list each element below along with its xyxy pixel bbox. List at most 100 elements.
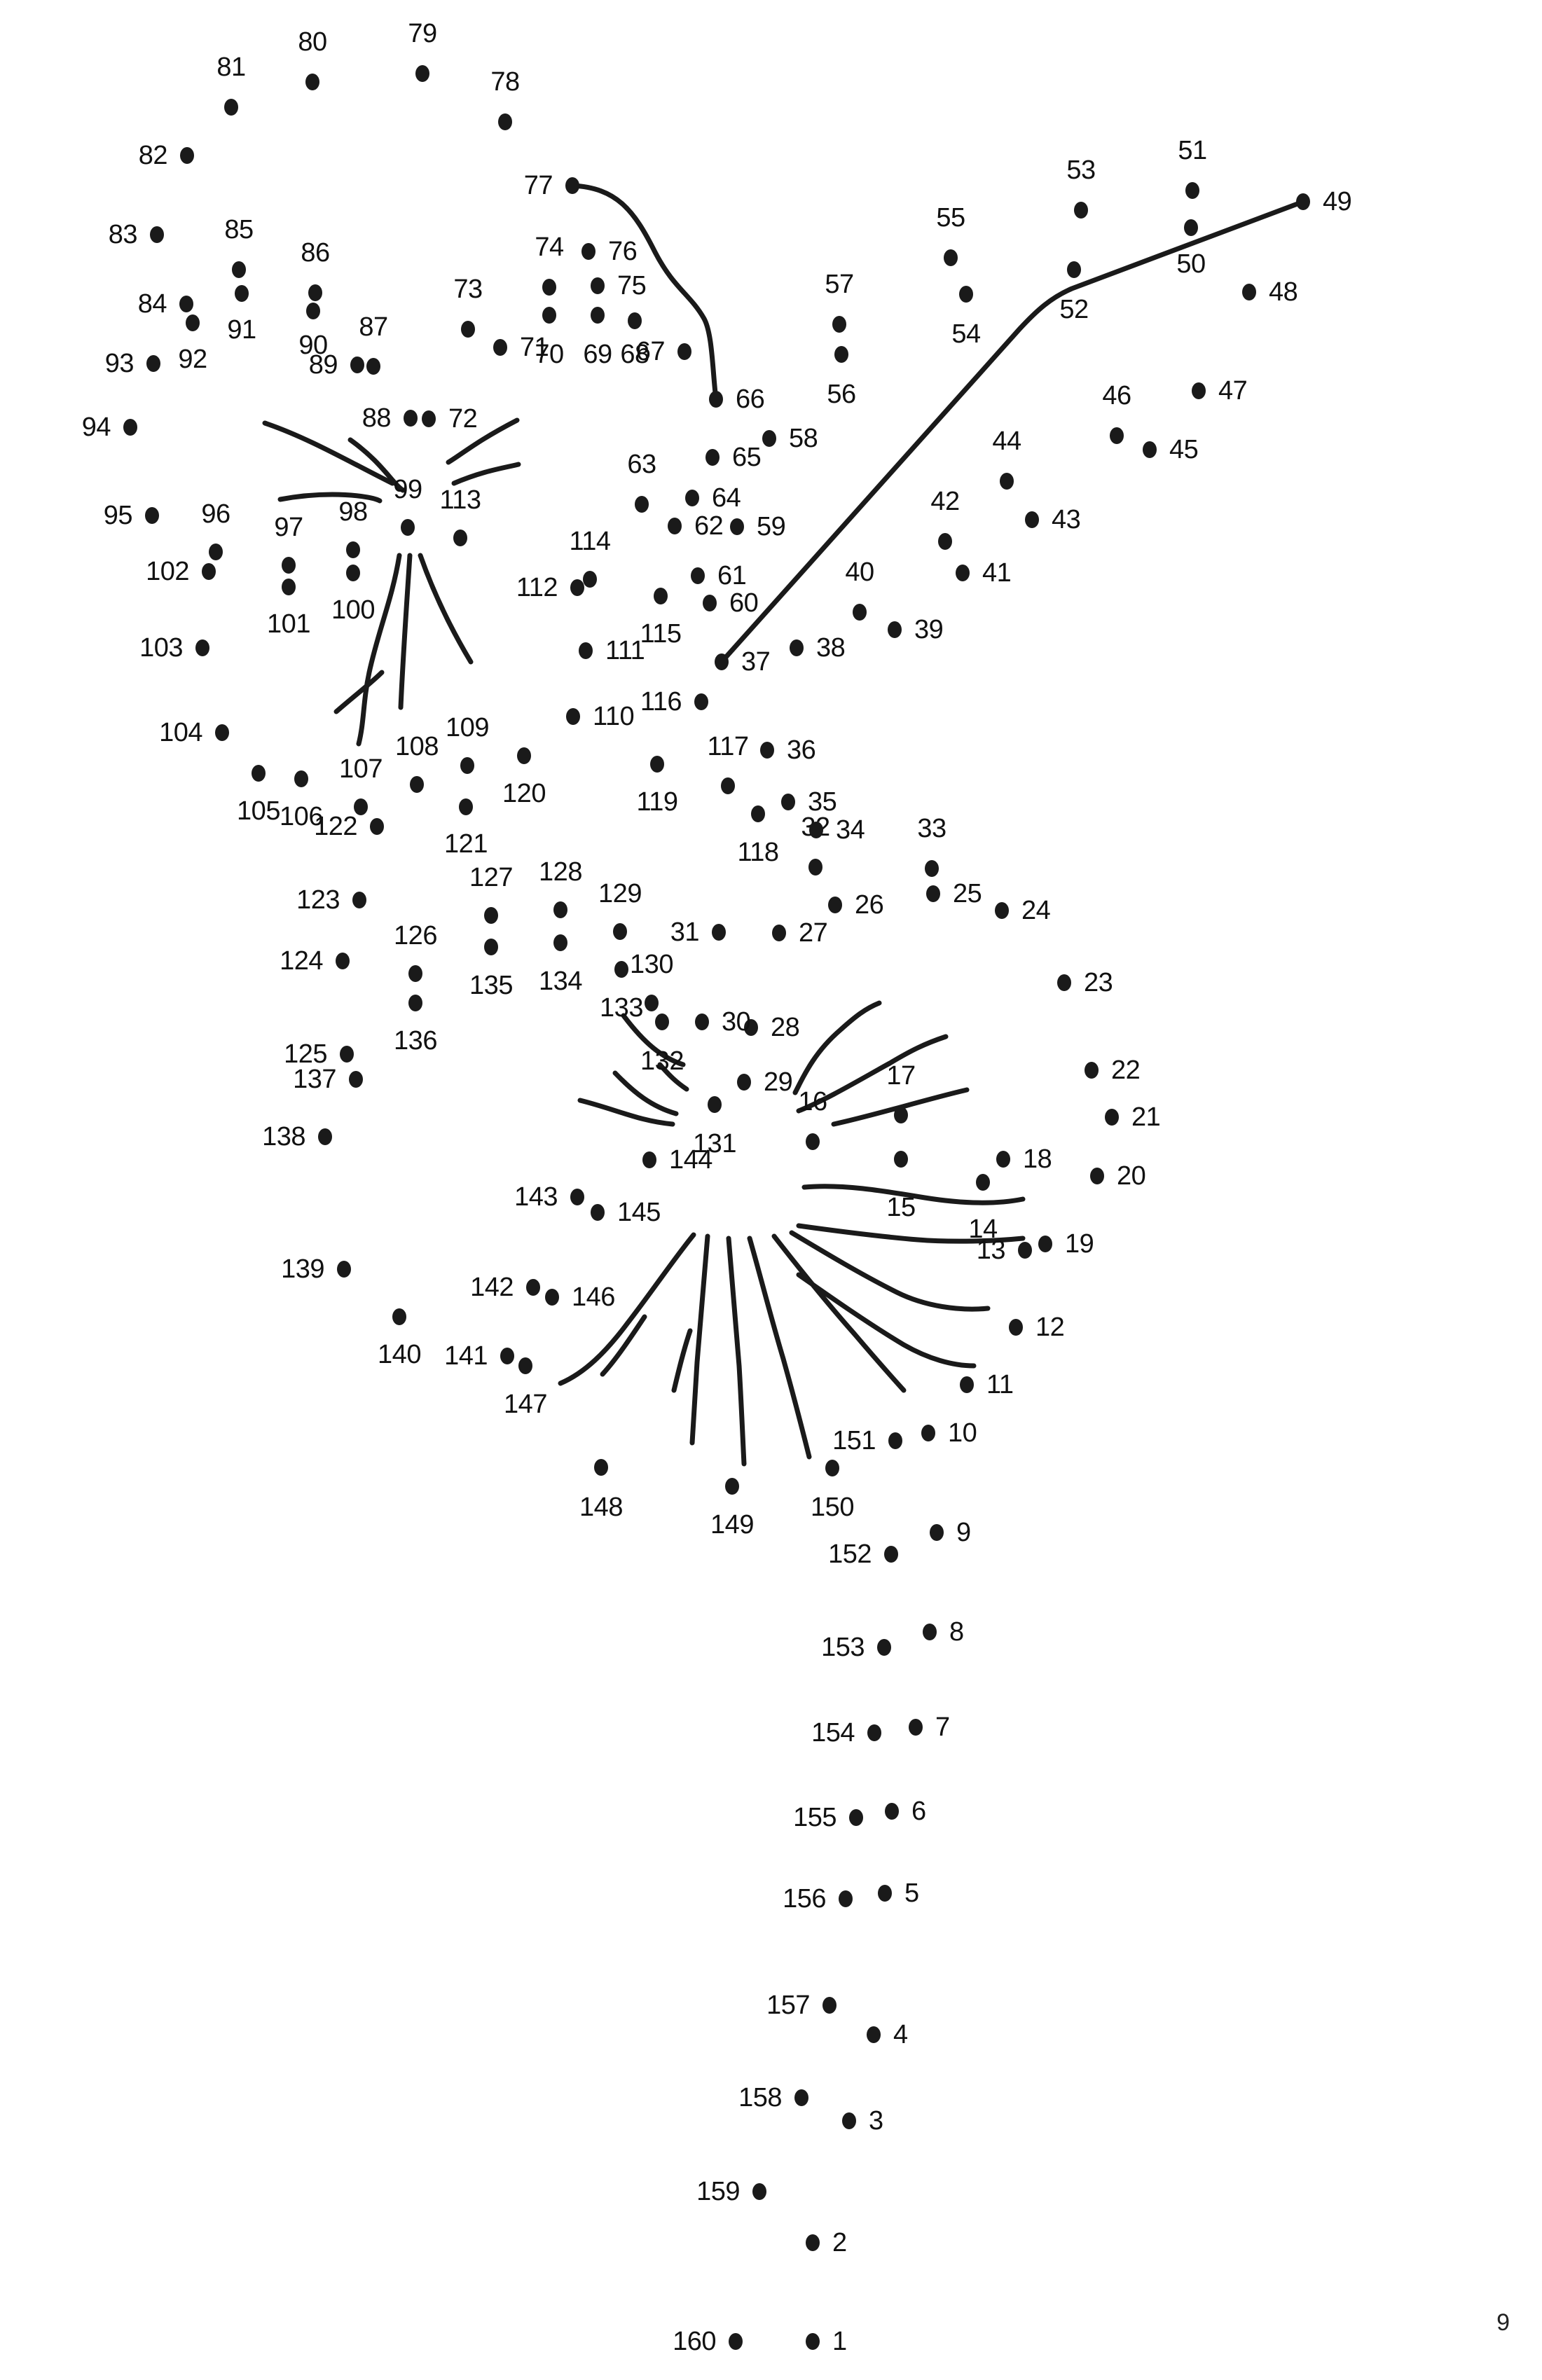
- puzzle-dot-124[interactable]: [336, 953, 350, 969]
- puzzle-dot-85[interactable]: [232, 261, 246, 278]
- puzzle-dot-98[interactable]: [346, 541, 360, 558]
- puzzle-dot-10[interactable]: [921, 1425, 935, 1441]
- puzzle-dot-19[interactable]: [1038, 1236, 1052, 1252]
- puzzle-dot-119[interactable]: [650, 756, 664, 773]
- puzzle-dot-158[interactable]: [794, 2089, 808, 2106]
- puzzle-dot-94[interactable]: [123, 419, 137, 436]
- puzzle-dot-37[interactable]: [715, 653, 729, 670]
- puzzle-dot-57[interactable]: [832, 316, 846, 333]
- puzzle-dot-146[interactable]: [545, 1289, 559, 1306]
- puzzle-dot-38[interactable]: [790, 639, 804, 656]
- puzzle-dot-95[interactable]: [145, 507, 159, 524]
- puzzle-dot-52[interactable]: [1067, 261, 1081, 278]
- puzzle-dot-23[interactable]: [1057, 974, 1071, 991]
- puzzle-dot-59[interactable]: [730, 518, 744, 535]
- puzzle-dot-129[interactable]: [613, 923, 627, 940]
- puzzle-dot-138[interactable]: [318, 1128, 332, 1145]
- puzzle-dot-121[interactable]: [459, 798, 473, 815]
- puzzle-dot-29[interactable]: [737, 1074, 751, 1091]
- puzzle-dot-103[interactable]: [195, 639, 209, 656]
- puzzle-dot-144[interactable]: [642, 1151, 656, 1168]
- puzzle-dot-150[interactable]: [825, 1460, 839, 1476]
- puzzle-dot-58[interactable]: [762, 430, 776, 447]
- puzzle-dot-44[interactable]: [1000, 473, 1014, 490]
- puzzle-dot-27[interactable]: [772, 925, 786, 941]
- puzzle-dot-64[interactable]: [685, 490, 699, 506]
- puzzle-dot-71[interactable]: [493, 339, 507, 356]
- puzzle-dot-101[interactable]: [282, 579, 296, 595]
- puzzle-dot-126[interactable]: [408, 965, 422, 982]
- puzzle-dot-159[interactable]: [752, 2183, 766, 2200]
- puzzle-dot-47[interactable]: [1192, 382, 1206, 399]
- puzzle-dot-24[interactable]: [995, 902, 1009, 919]
- puzzle-dot-78[interactable]: [498, 113, 512, 130]
- puzzle-dot-77[interactable]: [565, 177, 579, 194]
- puzzle-dot-92[interactable]: [186, 314, 200, 331]
- puzzle-dot-135[interactable]: [484, 939, 498, 955]
- puzzle-dot-102[interactable]: [202, 563, 216, 580]
- puzzle-dot-128[interactable]: [553, 901, 567, 918]
- puzzle-dot-147[interactable]: [518, 1357, 532, 1374]
- puzzle-dot-106[interactable]: [294, 770, 308, 787]
- puzzle-dot-31[interactable]: [712, 924, 726, 941]
- puzzle-dot-151[interactable]: [888, 1432, 902, 1449]
- puzzle-dot-160[interactable]: [729, 2333, 743, 2350]
- puzzle-dot-145[interactable]: [591, 1204, 605, 1221]
- puzzle-dot-89[interactable]: [350, 357, 364, 373]
- puzzle-dot-3[interactable]: [842, 2112, 856, 2129]
- puzzle-dot-133[interactable]: [614, 961, 628, 978]
- puzzle-dot-111[interactable]: [579, 642, 593, 659]
- puzzle-dot-60[interactable]: [703, 595, 717, 611]
- puzzle-dot-84[interactable]: [179, 296, 193, 312]
- puzzle-dot-15[interactable]: [894, 1151, 908, 1168]
- puzzle-dot-22[interactable]: [1085, 1062, 1099, 1079]
- puzzle-dot-153[interactable]: [877, 1639, 891, 1656]
- puzzle-dot-143[interactable]: [570, 1189, 584, 1205]
- puzzle-dot-96[interactable]: [209, 544, 223, 560]
- puzzle-dot-154[interactable]: [867, 1724, 881, 1741]
- puzzle-dot-45[interactable]: [1143, 441, 1157, 458]
- puzzle-dot-117[interactable]: [721, 777, 735, 794]
- puzzle-dot-65[interactable]: [705, 449, 720, 466]
- puzzle-dot-56[interactable]: [834, 346, 848, 363]
- puzzle-dot-100[interactable]: [346, 565, 360, 581]
- puzzle-dot-69[interactable]: [591, 307, 605, 324]
- puzzle-dot-107[interactable]: [354, 798, 368, 815]
- puzzle-dot-13[interactable]: [1018, 1242, 1032, 1259]
- puzzle-dot-30[interactable]: [695, 1013, 709, 1030]
- puzzle-dot-157[interactable]: [822, 1997, 837, 2014]
- puzzle-dot-148[interactable]: [594, 1459, 608, 1476]
- puzzle-dot-88[interactable]: [404, 410, 418, 427]
- puzzle-dot-8[interactable]: [923, 1624, 937, 1640]
- puzzle-dot-36[interactable]: [760, 742, 774, 759]
- puzzle-dot-63[interactable]: [635, 496, 649, 513]
- puzzle-dot-68[interactable]: [628, 312, 642, 329]
- puzzle-dot-125[interactable]: [340, 1046, 354, 1063]
- puzzle-dot-16[interactable]: [806, 1133, 820, 1150]
- puzzle-dot-5[interactable]: [878, 1885, 892, 1902]
- puzzle-dot-132[interactable]: [655, 1013, 669, 1030]
- puzzle-dot-40[interactable]: [853, 604, 867, 621]
- puzzle-dot-26[interactable]: [828, 897, 842, 913]
- puzzle-dot-80[interactable]: [305, 74, 319, 90]
- puzzle-dot-122[interactable]: [370, 818, 384, 835]
- puzzle-dot-21[interactable]: [1105, 1109, 1119, 1126]
- puzzle-dot-51[interactable]: [1185, 182, 1199, 199]
- puzzle-dot-35[interactable]: [781, 794, 795, 810]
- puzzle-dot-53[interactable]: [1074, 202, 1088, 219]
- puzzle-dot-87[interactable]: [366, 358, 380, 375]
- puzzle-dot-156[interactable]: [839, 1890, 853, 1907]
- puzzle-dot-149[interactable]: [725, 1478, 739, 1495]
- puzzle-dot-86[interactable]: [308, 284, 322, 301]
- puzzle-dot-110[interactable]: [566, 708, 580, 725]
- puzzle-dot-93[interactable]: [146, 355, 160, 372]
- puzzle-dot-139[interactable]: [337, 1261, 351, 1278]
- puzzle-dot-61[interactable]: [691, 567, 705, 584]
- puzzle-dot-137[interactable]: [349, 1071, 363, 1088]
- puzzle-dot-130[interactable]: [645, 995, 659, 1011]
- puzzle-dot-25[interactable]: [926, 885, 940, 902]
- puzzle-dot-12[interactable]: [1009, 1319, 1023, 1336]
- puzzle-dot-81[interactable]: [224, 99, 238, 116]
- puzzle-dot-33[interactable]: [925, 860, 939, 877]
- puzzle-dot-91[interactable]: [235, 285, 249, 302]
